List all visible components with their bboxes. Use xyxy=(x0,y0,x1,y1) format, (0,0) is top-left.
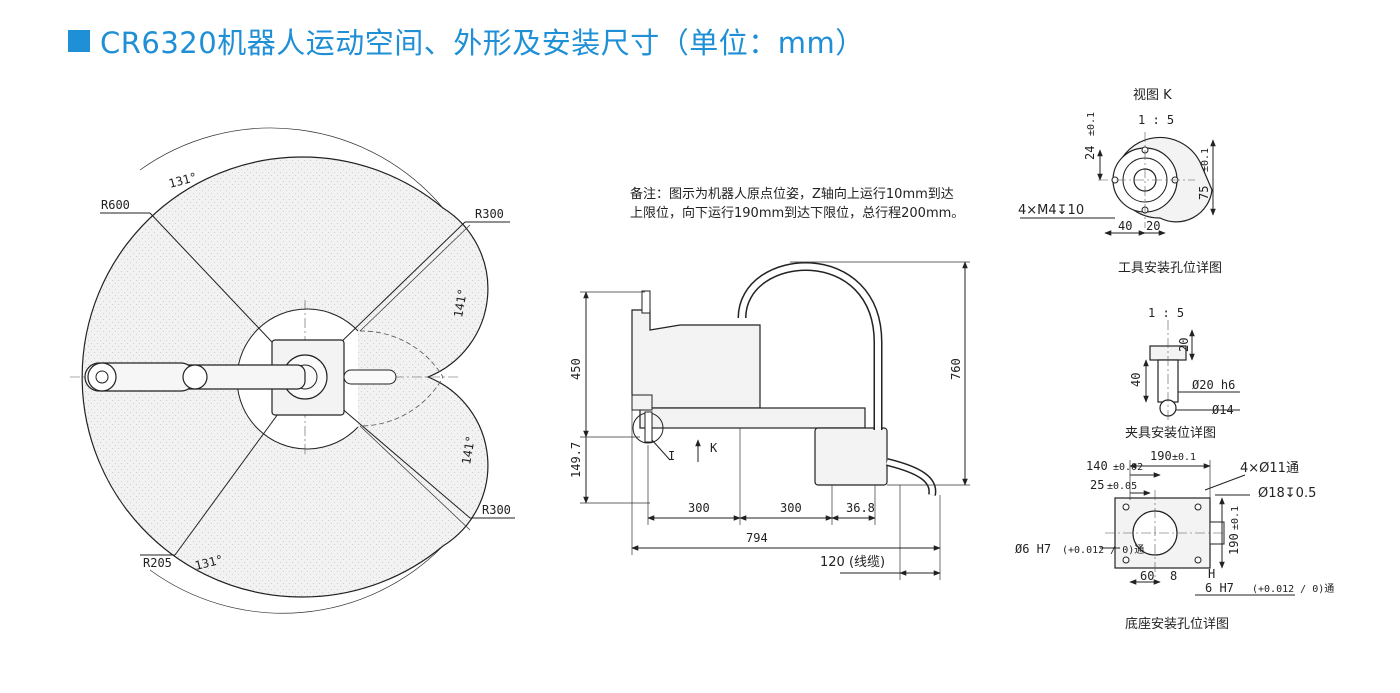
leader-141-top xyxy=(359,224,471,332)
label-f20h6: Ø20 h6 xyxy=(1192,378,1235,392)
label-angle-131-bottom: 131° xyxy=(193,552,224,573)
label-b140: 140 xyxy=(1086,459,1108,473)
base-detail: 140 ±0.02 190 ±0.1 25 ±0.05 4×Ø11通 Ø18↧0… xyxy=(1015,449,1334,632)
leader-b11 xyxy=(1204,474,1246,491)
note-line-2: 上限位，向下运行190mm到达下限位，总行程200mm。 xyxy=(630,205,964,221)
label-24: 24 xyxy=(1083,146,1097,160)
label-b25: 25 xyxy=(1090,478,1104,492)
label-dim-794: 794 xyxy=(746,531,768,545)
reach-arc-lower xyxy=(149,545,444,614)
label-r300-top: R300 xyxy=(475,207,504,221)
robot-arm-top xyxy=(84,339,397,416)
fixture-scale: 1 : 5 xyxy=(1148,306,1184,320)
robot-end-shaft xyxy=(644,411,653,443)
label-dim-36-8: 36.8 xyxy=(846,501,875,515)
label-b140-tol: ±0.02 xyxy=(1113,462,1143,473)
label-75: 75 xyxy=(1197,186,1211,200)
fixture-caption: 夹具安装位详图 xyxy=(1125,426,1216,441)
label-dim-300-a: 300 xyxy=(688,501,710,515)
mark-k: K xyxy=(710,441,718,455)
label-b60: 60 xyxy=(1140,569,1154,583)
label-b-pin-right-tol: (+0.012 / 0)通 xyxy=(1252,583,1334,595)
robot-base-block xyxy=(631,394,653,411)
label-angle-141-top: 141° xyxy=(451,288,470,319)
label-b-pin-left-tol: (+0.012 / 0)通 xyxy=(1062,544,1144,556)
note-line-1: 备注：图示为机器人原点位姿，Z轴向上运行10mm到达 xyxy=(630,186,954,202)
label-dim-149-7: 149.7 xyxy=(569,442,583,478)
label-r600: R600 xyxy=(101,198,130,212)
label-40: 40 xyxy=(1118,219,1132,233)
label-b190v: 190 xyxy=(1227,533,1241,555)
base-caption: 底座安装孔位详图 xyxy=(1125,616,1229,632)
label-b190v-tol: ±0.1 xyxy=(1230,506,1241,530)
reach-arc-r600 xyxy=(139,127,444,209)
label-dim-450: 450 xyxy=(569,358,583,380)
label-b8: 8 xyxy=(1170,569,1177,583)
arm-end-joint-inner xyxy=(95,370,109,384)
robot-upper-arm xyxy=(639,407,866,429)
title-text: CR6320机器人运动空间、外形及安装尺寸（单位：mm） xyxy=(100,26,865,60)
robot-cable-arc-inner xyxy=(739,263,882,430)
view-k-scale: 1 : 5 xyxy=(1138,113,1174,127)
robot-top-pin xyxy=(641,290,651,314)
label-b25-tol: ±0.05 xyxy=(1107,481,1137,492)
label-f20: 20 xyxy=(1177,338,1191,352)
label-20: 20 xyxy=(1146,219,1160,233)
label-angle-141-bottom: 141° xyxy=(459,435,478,466)
leader-i xyxy=(651,439,671,461)
arm-cable-tail xyxy=(343,369,397,385)
mark-i: I xyxy=(668,449,675,463)
arm-end-joint xyxy=(87,362,117,392)
leader-141-bottom xyxy=(359,425,471,531)
label-24-tol: ±0.1 xyxy=(1086,112,1097,136)
label-b-pin-right: 6 H7 xyxy=(1205,581,1234,595)
view-k: 视图 K 1 : 5 24 ±0.1 75 ±0.1 40 20 4×M4↧10… xyxy=(1018,88,1222,276)
label-b190: 190 xyxy=(1150,449,1172,463)
label-b190-tol: ±0.1 xyxy=(1172,452,1196,463)
base-hole-3 xyxy=(1122,556,1130,564)
workspace-top-view: R600 R300 R300 R205 131° 131° 141° 141° xyxy=(70,127,515,614)
base-hole-1 xyxy=(1122,503,1130,511)
base-hole-4 xyxy=(1194,556,1202,564)
label-75-tol: ±0.1 xyxy=(1200,148,1211,172)
side-view: 备注：图示为机器人原点位姿，Z轴向上运行10mm到达 上限位，向下运行190mm… xyxy=(569,186,970,580)
label-b-h: H xyxy=(1208,567,1215,581)
robot-motor-housing xyxy=(814,427,888,486)
arm-elbow-joint xyxy=(182,364,208,390)
label-4xm4: 4×M4↧10 xyxy=(1018,203,1084,218)
label-dim-300-b: 300 xyxy=(780,501,802,515)
robot-cable-tail-inner xyxy=(886,459,935,496)
label-b-holes-11: 4×Ø11通 xyxy=(1240,461,1299,476)
fixture-detail: 1 : 5 20 40 Ø20 h6 Ø14 夹具安装位详图 xyxy=(1125,306,1240,441)
label-dim-760: 760 xyxy=(949,358,963,380)
label-b-pin-left: Ø6 H7 xyxy=(1015,542,1051,556)
view-k-title: 视图 K xyxy=(1133,88,1172,103)
label-r205: R205 xyxy=(143,556,172,570)
label-f14: Ø14 xyxy=(1212,403,1234,417)
robot-column xyxy=(631,309,761,409)
title-square-icon xyxy=(68,30,90,52)
label-f40: 40 xyxy=(1129,373,1143,387)
page-title: CR6320机器人运动空间、外形及安装尺寸（单位：mm） xyxy=(68,20,865,62)
view-k-caption: 工具安装孔位详图 xyxy=(1118,261,1222,276)
label-b-holes-18: Ø18↧0.5 xyxy=(1258,486,1316,501)
label-r300-bottom: R300 xyxy=(482,503,511,517)
base-hole-2 xyxy=(1194,503,1202,511)
label-dim-120: 120 (线缆) xyxy=(820,554,885,570)
